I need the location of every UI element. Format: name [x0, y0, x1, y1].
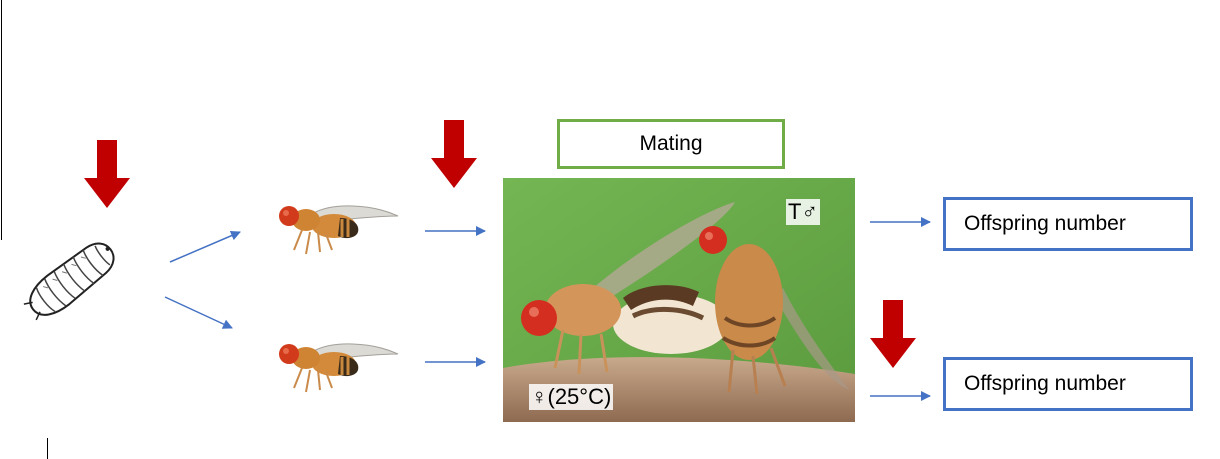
mating-box: Mating — [557, 119, 785, 169]
offspring-label: Offspring number — [964, 372, 1126, 396]
fly-icon — [272, 192, 404, 260]
flow-arrow-larva-to-fly-top — [170, 232, 240, 262]
offspring-box-bottom: Offspring number — [943, 357, 1193, 411]
mating-label: Mating — [639, 132, 702, 156]
flow-arrow-larva-to-fly-bottom — [165, 297, 232, 328]
fly-icon — [272, 330, 404, 398]
offspring-box-top: Offspring number — [943, 197, 1193, 251]
offspring-label: Offspring number — [964, 212, 1126, 236]
female-temperature-label: ♀(25°C) — [529, 384, 613, 410]
male-symbol-label: T♂ — [786, 199, 820, 225]
